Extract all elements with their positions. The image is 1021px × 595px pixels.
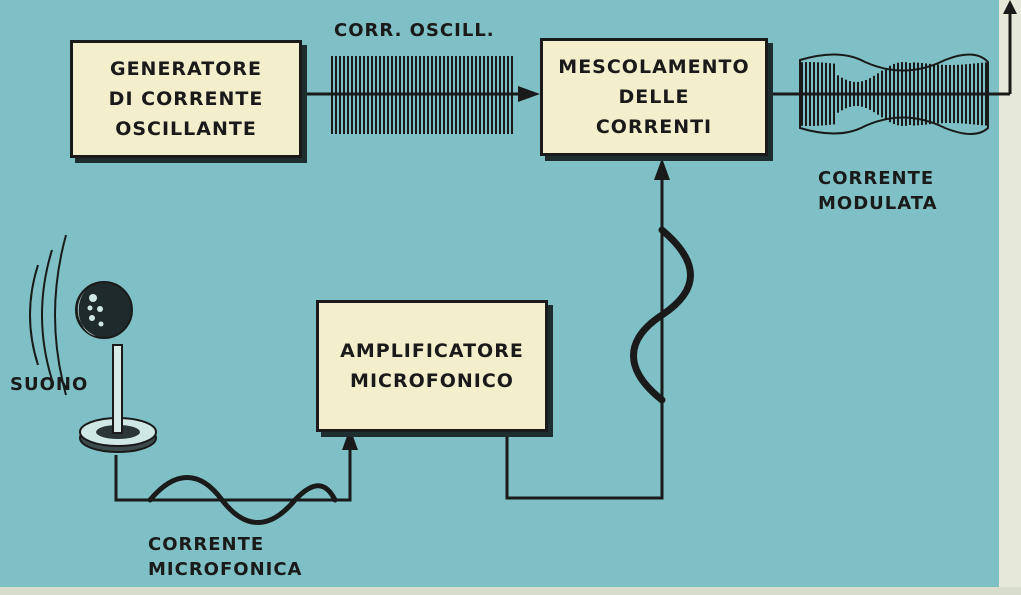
generator-label-line-2: DI CORRENTE <box>108 88 264 110</box>
microphone-current-label-line-2: MICROFONICA <box>148 559 303 580</box>
microphone-current-waveform <box>147 475 338 525</box>
mixer-label-line-3: CORRENTI <box>595 116 713 138</box>
modulated-current-label-line-1: CORRENTE <box>818 168 935 189</box>
generator-block: GENERATORE DI CORRENTE OSCILLANTE <box>70 40 302 158</box>
mixer-block: MESCOLAMENTO DELLE CORRENTI <box>540 38 768 156</box>
generator-label-line-1: GENERATORE <box>109 58 263 80</box>
page-edge-bottom <box>0 587 1021 595</box>
connector-amplifier-to-mixer <box>505 175 664 500</box>
amplifier-label-line-1: AMPLIFICATORE <box>340 340 524 362</box>
modulated-current-waveform <box>801 62 987 126</box>
mixer-label-line-1: MESCOLAMENTO <box>558 56 750 78</box>
connector-microphone-to-amplifier <box>114 448 352 502</box>
arrowhead-output <box>1003 0 1017 14</box>
oscillating-current-label: CORR. OSCILL. <box>334 20 495 41</box>
microphone-current-label: CORRENTE MICROFONICA <box>148 532 302 582</box>
audio-waveform-to-mixer <box>630 226 694 404</box>
modulated-current-label-line-2: MODULATA <box>818 193 938 214</box>
modulated-current-label: CORRENTE MODULATA <box>818 166 938 216</box>
sound-label: SUONO <box>10 374 89 395</box>
microphone-current-label-line-1: CORRENTE <box>148 534 265 555</box>
arrowhead-into-mixer-left <box>518 86 540 102</box>
arrowhead-into-amplifier <box>342 428 358 450</box>
mixer-label-line-2: DELLE <box>618 86 690 108</box>
sound-waves-icon <box>29 234 67 396</box>
amplifier-block: AMPLIFICATORE MICROFONICO <box>316 300 548 432</box>
generator-label-line-3: OSCILLANTE <box>115 118 257 140</box>
microphone-icon <box>75 281 157 453</box>
arrowhead-into-mixer-bottom <box>654 158 670 180</box>
oscillating-current-waveform <box>331 56 513 134</box>
modulated-envelope <box>799 53 989 135</box>
page-edge <box>999 0 1021 595</box>
amplifier-label-line-2: MICROFONICO <box>350 370 514 392</box>
